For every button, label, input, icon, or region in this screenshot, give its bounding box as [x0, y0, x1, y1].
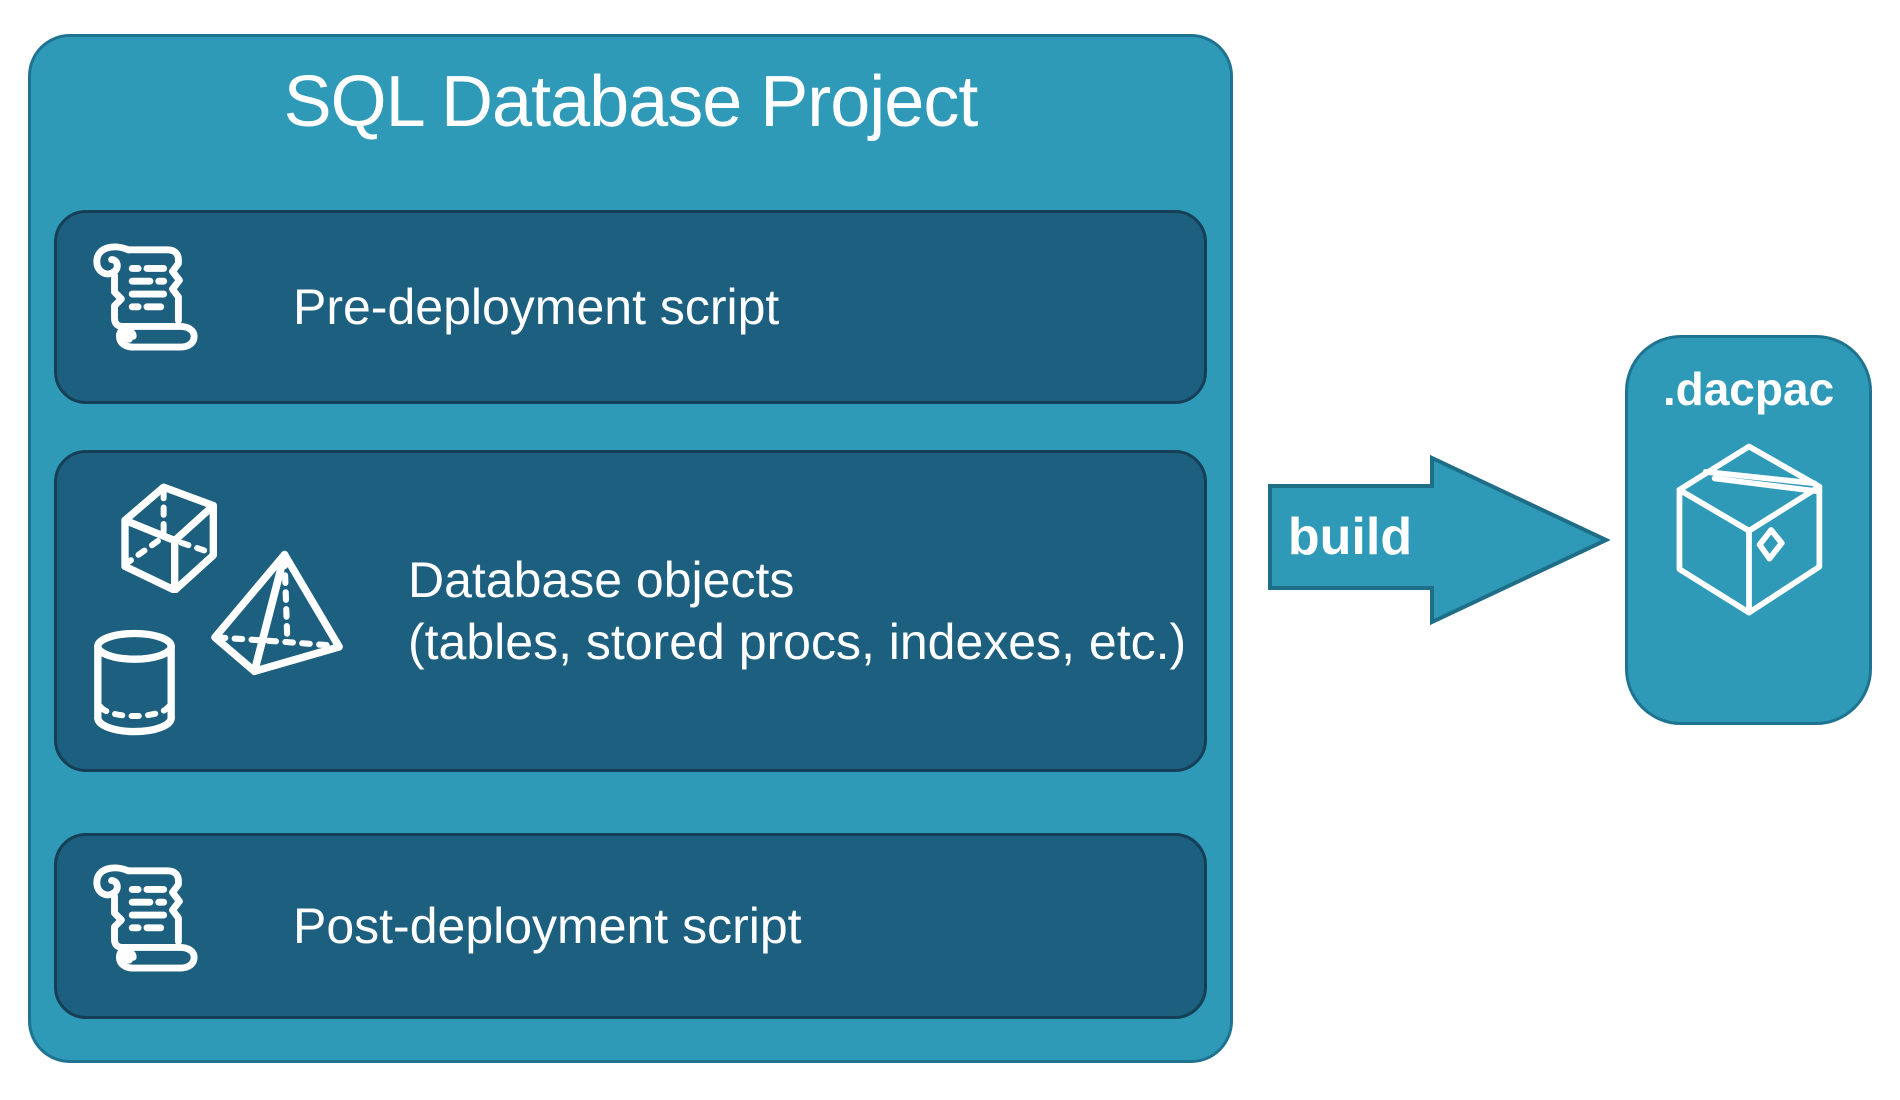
sql-database-project-container: SQL Database Project	[28, 34, 1233, 1063]
dacpac-label: .dacpac	[1662, 363, 1835, 415]
build-arrow-shape	[1268, 454, 1610, 626]
database-objects-label-group: Database objects (tables, stored procs, …	[408, 453, 1186, 769]
cube-icon	[113, 478, 229, 593]
scroll-icon	[84, 858, 204, 974]
database-objects-sublabel: (tables, stored procs, indexes, etc.)	[408, 614, 1187, 670]
post-deployment-box: Post-deployment script	[54, 833, 1207, 1019]
pyramid-icon	[209, 549, 346, 676]
build-label: build	[1287, 508, 1413, 566]
post-deployment-label: Post-deployment script	[293, 898, 802, 954]
database-objects-label: Database objects	[408, 552, 795, 608]
database-objects-box: Database objects (tables, stored procs, …	[54, 450, 1207, 772]
pre-deployment-box: Pre-deployment script	[54, 210, 1207, 404]
cylinder-icon	[88, 628, 181, 738]
package-icon	[1659, 434, 1839, 639]
pre-deployment-label: Pre-deployment script	[293, 279, 780, 335]
scroll-icon	[84, 237, 204, 353]
project-title: SQL Database Project	[283, 62, 979, 142]
dacpac-box: .dacpac	[1625, 335, 1872, 725]
build-arrow: build	[1268, 452, 1610, 628]
